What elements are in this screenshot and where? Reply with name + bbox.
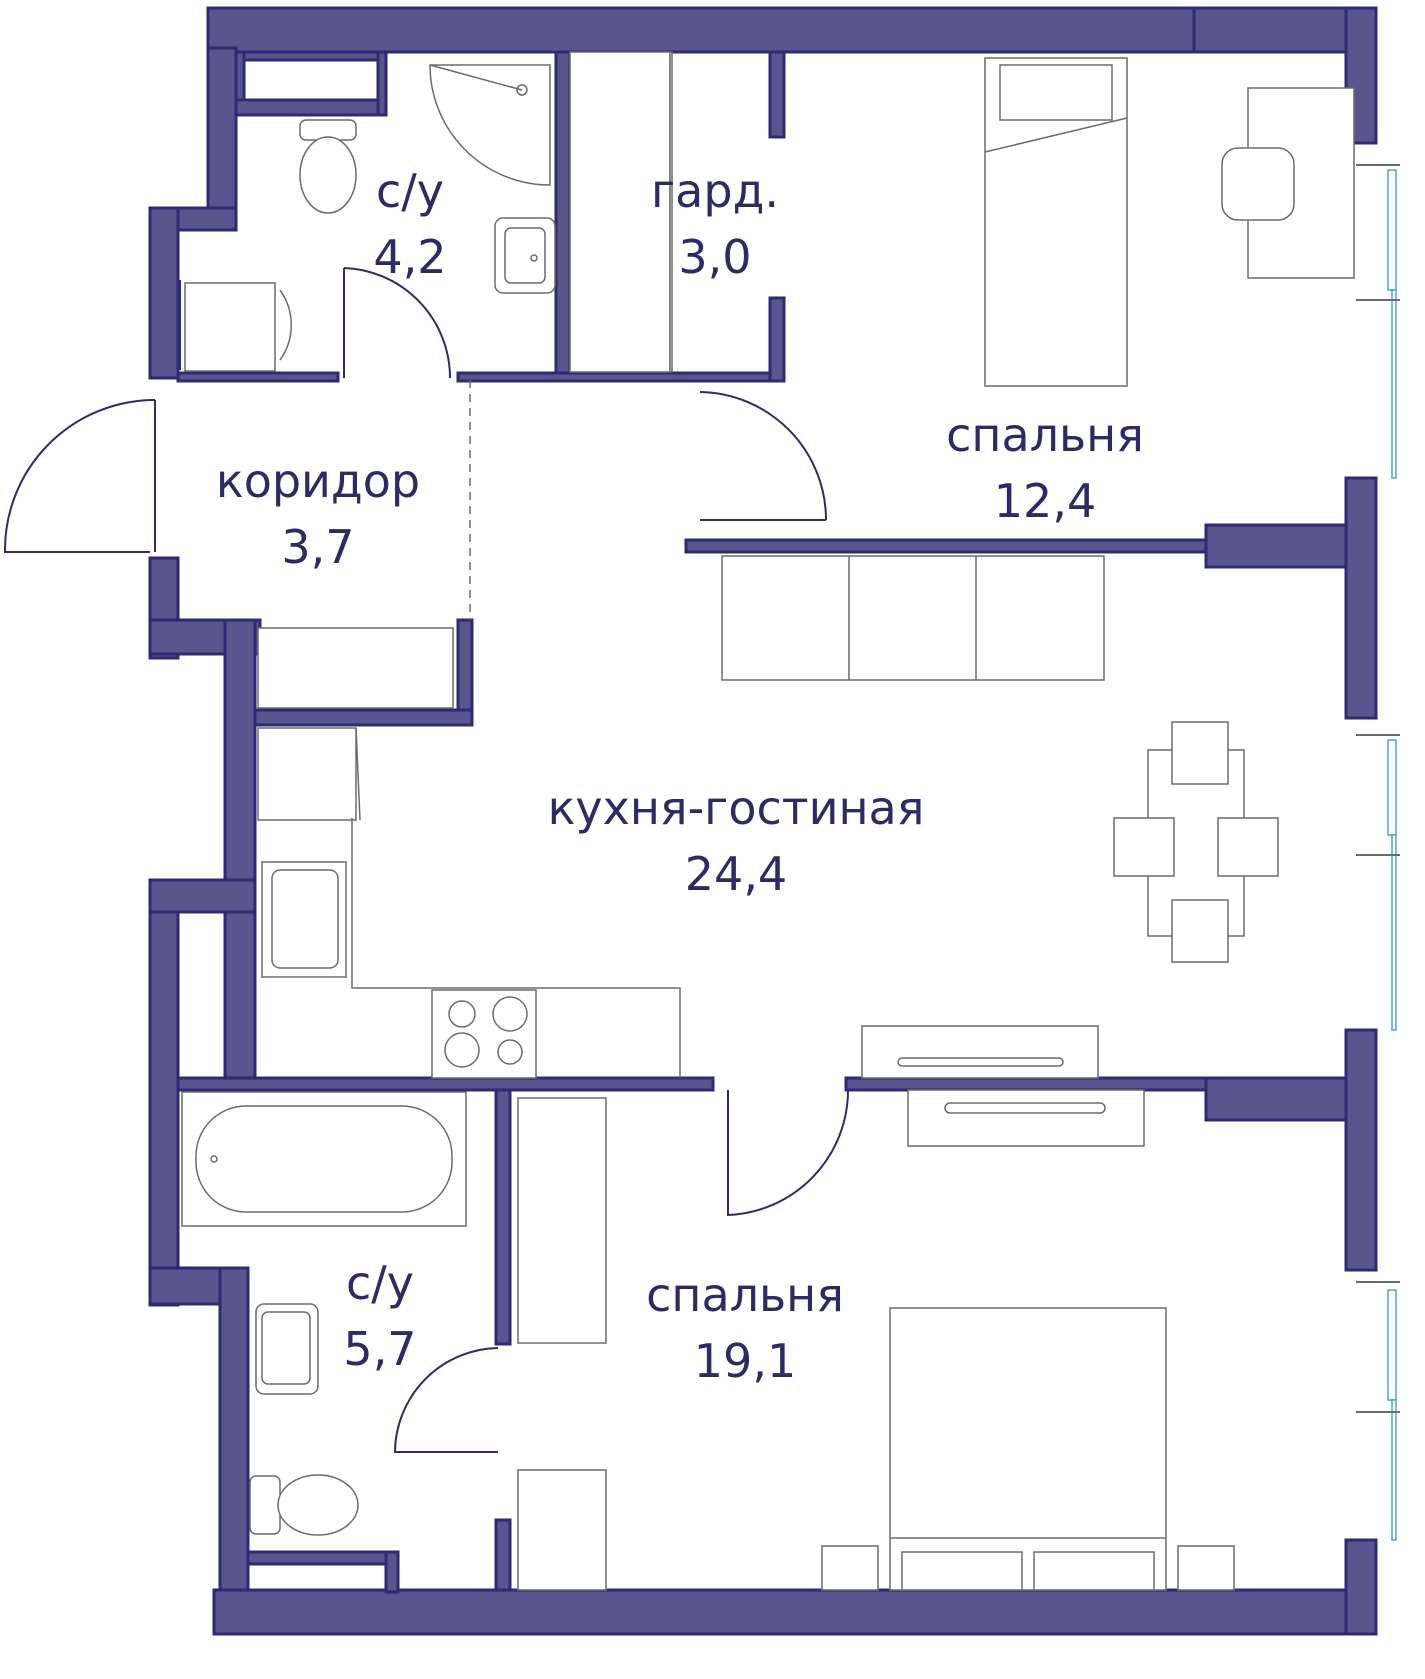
room-name: спальня	[946, 408, 1144, 462]
nightstands	[821, 1545, 1235, 1591]
double-bed	[889, 1307, 1167, 1591]
room-area: 5,7	[343, 1322, 417, 1376]
room-label-bedroom-small: спальня 12,4	[946, 402, 1144, 534]
room-area: 3,0	[678, 230, 752, 284]
room-name: спальня	[646, 1268, 844, 1322]
kitchen-sink	[261, 861, 347, 978]
room-label-corridor: коридор 3,7	[216, 448, 420, 580]
room-label-bathroom-top: с/у 4,2	[373, 158, 446, 290]
bathtub	[181, 1091, 467, 1227]
room-name: коридор	[215, 454, 421, 508]
toilet-top	[299, 119, 357, 214]
desk	[1221, 87, 1355, 279]
toilet-bottom	[249, 1474, 359, 1536]
room-name: с/у	[375, 164, 444, 218]
room-area: 4,2	[373, 230, 447, 284]
room-area: 19,1	[693, 1334, 797, 1388]
windows	[1356, 164, 1400, 1541]
room-label-kitchen-living: кухня-гостиная 24,4	[548, 775, 925, 907]
doors	[3, 267, 850, 1453]
sofa	[721, 555, 1105, 681]
room-name: гард.	[651, 164, 779, 218]
wardrobe-top	[569, 51, 673, 373]
dresser	[907, 1089, 1145, 1147]
room-area: 24,4	[684, 847, 788, 901]
cooktop	[431, 989, 537, 1079]
walls	[148, 6, 1378, 1636]
room-label-bedroom-large: спальня 19,1	[646, 1262, 844, 1394]
room-label-wardrobe: гард. 3,0	[651, 158, 779, 290]
wardrobe-corridor	[257, 627, 454, 709]
sink-bottom	[255, 1303, 319, 1395]
room-name: кухня-гостиная	[547, 781, 925, 835]
room-area: 12,4	[993, 474, 1097, 528]
wardrobe-bedroom	[517, 1097, 607, 1591]
room-label-bathroom-bottom: с/у 5,7	[343, 1250, 416, 1382]
room-name: с/у	[345, 1256, 414, 1310]
tv-stand	[861, 1025, 1099, 1079]
fridge	[257, 727, 361, 821]
sink-top	[494, 217, 556, 294]
kitchen-counter	[351, 818, 681, 1078]
washing-machine	[184, 282, 293, 372]
single-bed	[984, 57, 1128, 387]
dining-table	[1113, 721, 1279, 963]
room-area: 3,7	[281, 520, 355, 574]
shower-cabin	[429, 64, 551, 186]
